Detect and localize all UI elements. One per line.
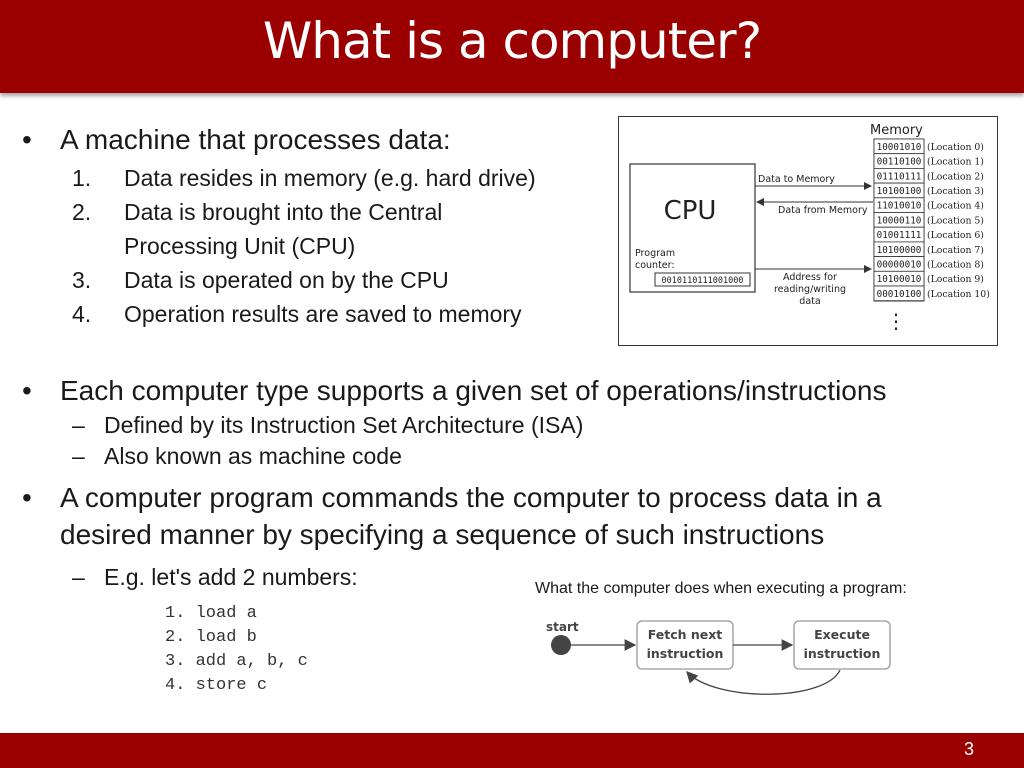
cpu-box [629, 163, 756, 293]
memory-ellipsis: ⋮ [886, 309, 906, 333]
bullet-dot: • [22, 375, 32, 406]
execute-node [793, 620, 891, 670]
memory-label: Memory [870, 123, 923, 138]
memory-cell-bits: 01110111 [877, 171, 922, 182]
flow-caption: What the computer does when executing a … [535, 580, 907, 597]
memory-cell-location: (Location 1) [927, 157, 984, 168]
list-number: 3. [72, 267, 92, 293]
memory-cell-bits: 10000110 [877, 215, 922, 226]
sub-text: E.g. let's add 2 numbers: [104, 564, 358, 590]
sub-dash: – [72, 443, 85, 469]
memory-cell-bits: 00000010 [877, 260, 922, 271]
arrow-label: data [799, 296, 820, 307]
memory-cell-location: (Location 8) [927, 260, 984, 271]
code-line: 3. add a, b, c [165, 652, 308, 671]
memory-cell-location: (Location 4) [927, 201, 984, 212]
program-counter-label: Program [635, 248, 675, 259]
sub-dash: – [72, 564, 85, 590]
cpu-memory-diagram: CPU Program counter: 0010110111001000 Da… [618, 116, 998, 346]
memory-cell-location: (Location 6) [927, 230, 984, 241]
fetch-label: instruction [647, 646, 724, 661]
list-number: 1. [72, 165, 92, 191]
memory-cells: 10001010 (Location 0) 00110100 (Location 1)… [873, 138, 990, 302]
code-line: 4. store c [165, 676, 268, 695]
list-number: 2. [72, 199, 92, 225]
memory-cell-location: (Location 5) [927, 215, 984, 226]
memory-cell-bits: 10100000 [877, 245, 922, 256]
execute-label: instruction [804, 646, 881, 661]
bullet-dot: • [22, 482, 32, 513]
program-counter-label: counter: [635, 260, 675, 271]
memory-cell-bits: 11010010 [877, 201, 922, 212]
code-block: 1. load a 2. load b 3. add a, b, c 4. st… [165, 602, 308, 698]
start-label: start [546, 620, 579, 634]
memory-cell-bits: 10100010 [877, 274, 922, 285]
memory-cell-location: (Location 10) [927, 289, 990, 300]
execute-label: Execute [814, 627, 870, 642]
arrow-label: Data from Memory [778, 205, 868, 216]
program-counter-value: 0010110111001000 [662, 276, 744, 286]
list-number: 4. [72, 301, 92, 327]
bullet-dot: • [22, 124, 32, 155]
memory-cell-bits: 01001111 [877, 230, 922, 241]
slide-title: What is a computer? [262, 12, 762, 70]
sub-dash: – [72, 412, 85, 438]
list-text: Data resides in memory (e.g. hard drive) [124, 165, 536, 191]
cpu-label: CPU [664, 196, 717, 226]
start-node [551, 635, 571, 655]
bullet-text: desired manner by specifying a sequence … [60, 519, 825, 550]
loop-arrow [686, 669, 841, 695]
memory-cell-bits: 00010100 [877, 289, 922, 300]
memory-cell-location: (Location 3) [927, 186, 984, 197]
list-text: Data is operated on by the CPU [124, 267, 449, 293]
code-line: 1. load a [165, 604, 257, 623]
memory-cell-bits: 10001010 [877, 142, 922, 153]
program-counter-box [654, 272, 751, 287]
memory-cell-location: (Location 9) [927, 274, 984, 285]
list-text: Data is brought into the Central [124, 199, 443, 225]
memory-cell-location: (Location 2) [927, 171, 984, 182]
memory-cell [873, 285, 925, 302]
arrow-label: reading/writing [774, 284, 846, 295]
fetch-execute-diagram: start Fetch next instruction Execute ins… [546, 620, 891, 695]
sub-text: Defined by its Instruction Set Architect… [104, 412, 584, 438]
sub-text: Also known as machine code [104, 443, 402, 469]
memory-cell-location: (Location 0) [927, 142, 984, 153]
memory-cell-location: (Location 7) [927, 245, 984, 256]
list-text: Processing Unit (CPU) [124, 233, 356, 259]
bullet-text: A machine that processes data: [60, 124, 451, 155]
arrow-label: Address for [783, 272, 837, 283]
fetch-label: Fetch next [648, 627, 723, 642]
memory-cell-bits: 10100100 [877, 186, 922, 197]
bullet-text: A computer program commands the computer… [60, 482, 882, 513]
list-text: Operation results are saved to memory [124, 301, 522, 327]
page-number: 3 [963, 739, 974, 759]
code-line: 2. load b [165, 628, 257, 647]
arrow-label: Data to Memory [758, 174, 835, 185]
memory-cell-bits: 00110100 [877, 157, 922, 168]
bullet-text: Each computer type supports a given set … [60, 375, 887, 406]
slide-header: What is a computer? [0, 0, 1024, 93]
slide-footer: 3 [0, 733, 1024, 768]
